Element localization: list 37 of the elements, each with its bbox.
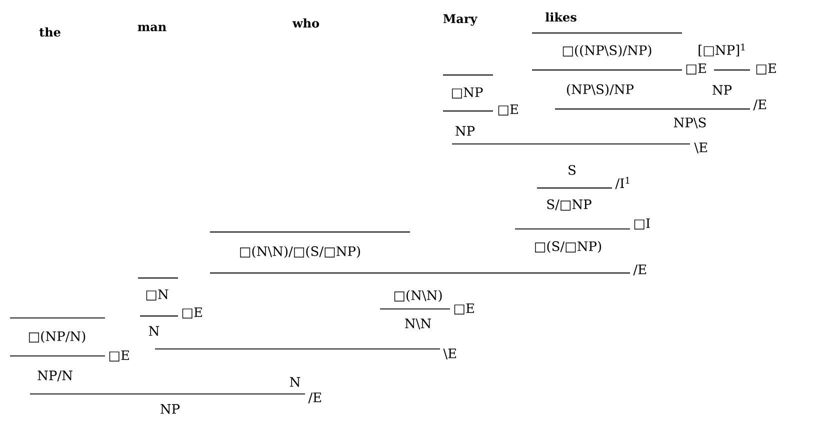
formula-label: □((NP\S)/NP) <box>562 45 652 57</box>
word-label: man <box>138 24 166 32</box>
formula-label: S/□NP <box>547 199 592 211</box>
formula-label: [□NP]$^{1}$ <box>698 44 745 56</box>
formula-label: □(S/□NP) <box>535 241 602 253</box>
rule-label: □E <box>756 63 776 75</box>
rule-label: □E <box>109 350 129 362</box>
rule-label: □E <box>686 63 706 75</box>
formula-label: □(N\N) <box>394 290 442 302</box>
formula-label: □NP <box>452 87 483 99</box>
rule-label: □E <box>454 303 474 315</box>
formula-label: S <box>568 165 576 175</box>
formula-label: NP <box>160 404 180 414</box>
rule-label: \E <box>443 348 456 360</box>
rule-label: /E <box>753 100 766 110</box>
formula-label: N <box>290 377 300 387</box>
formula-label: N\N <box>405 318 431 330</box>
rule-label: /E <box>633 264 646 276</box>
formula-label: N <box>148 326 160 336</box>
word-label: Mary <box>443 14 478 26</box>
formula-label: □N <box>146 289 168 301</box>
formula-label: NP/N <box>38 370 72 382</box>
word-label: who <box>292 18 320 28</box>
formula-label: NP <box>456 126 475 136</box>
word-label: likes <box>546 12 576 22</box>
formula-label: □(NP/N) <box>29 331 86 343</box>
rule-label: /E <box>308 392 322 404</box>
rule-label: □E <box>182 307 202 319</box>
word-label: the <box>39 27 60 37</box>
rule-label: □I <box>634 218 650 230</box>
formula-label: NP\S <box>674 118 706 128</box>
formula-label: NP <box>712 85 732 95</box>
formula-label: □(N\N)/□(S/□NP) <box>240 246 360 258</box>
rule-label: □E <box>498 104 518 116</box>
formula-label: (NP\S)/NP <box>567 84 634 96</box>
rule-label: /I$^{1}$ <box>615 176 630 190</box>
rule-label: \E <box>694 142 708 154</box>
